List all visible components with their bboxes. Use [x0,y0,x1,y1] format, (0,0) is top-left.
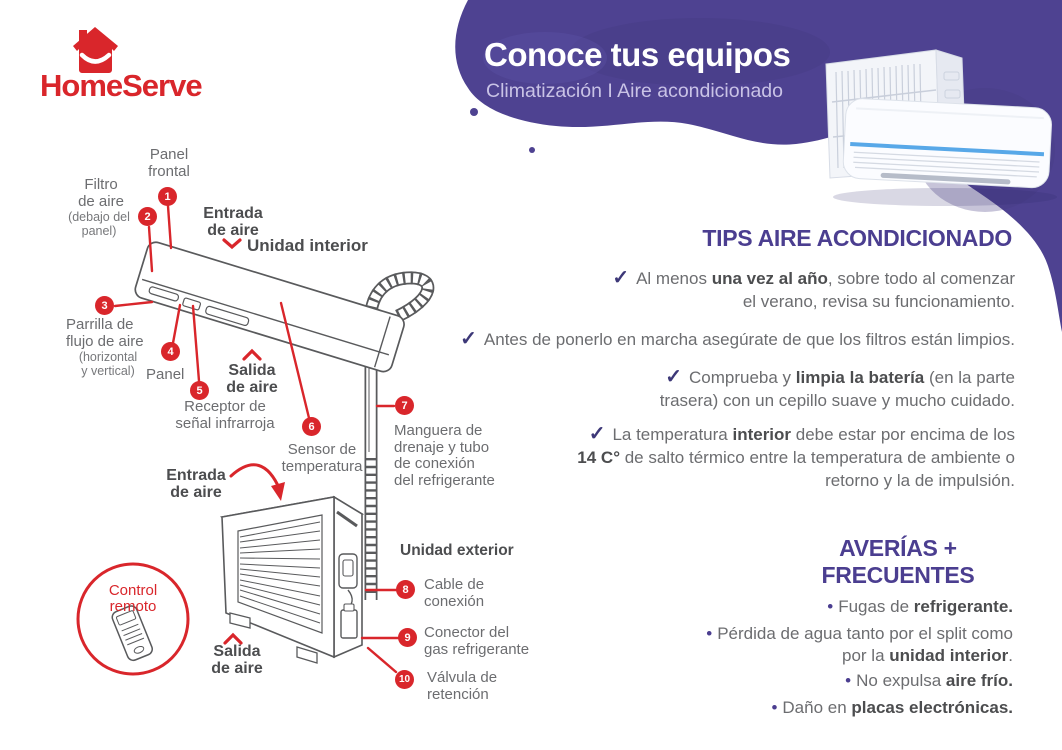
fault-item: •Fugas de refrigerante. [713,596,1013,618]
marker-10: 10 [395,670,414,689]
marker-4: 4 [161,342,180,361]
label-unidad-exterior: Unidad exterior [400,542,514,559]
tip-item: ✓Comprueba y limpia la batería (en la pa… [650,366,1015,412]
marker-6: 6 [302,417,321,436]
label-parrilla: Parrilla de flujo de aire [66,316,144,350]
leader-line-2 [147,225,154,273]
label-panel-frontal: Panel frontal [148,146,190,180]
label-receptor: Receptor de señal infrarroja [175,398,275,432]
label-unidad-interior: Unidad interior [247,236,368,255]
faults-section-title: AVERÍAS + FRECUENTES [821,535,975,588]
label-cable: Cable de conexión [424,576,485,610]
page-title: Conoce tus equipos [484,36,791,73]
check-icon: ✓ [612,267,630,289]
curved-airflow-arrowhead [271,482,285,501]
fault-text: No expulsa aire frío. [856,671,1013,690]
leader-line-3 [113,300,154,308]
bullet-icon: • [845,671,852,690]
label-panel: Panel [146,366,185,383]
indoor-unit-drawing [134,241,405,373]
label-conector: Conector del gas refrigerante [424,624,530,658]
homeserve-logo-text: HomeServe [40,68,203,103]
tip-text: Comprueba y limpia la batería (en la par… [659,368,1015,410]
fault-item: •Pérdida de agua tanto por el split como… [683,623,1013,667]
ac-units-photo [825,49,1057,206]
note-parrilla: (horizontal y vertical) [78,350,138,378]
red-annotations [113,204,400,674]
bullet-icon: • [706,624,713,643]
marker-2: 2 [138,207,157,226]
marker-3: 3 [95,296,114,315]
label-salida-aire-outdoor: Salida de aire [211,643,263,677]
diagram-line-art [76,241,435,676]
label-control-remoto: Control remoto [108,582,158,615]
label-salida-aire-indoor: Salida de aire [226,362,278,396]
airflow-chevron-up-outdoor-icon [223,632,243,645]
leader-line-10 [366,646,398,674]
label-filtro-de-aire: Filtro de aire [78,176,124,210]
marker-5: 5 [190,381,209,400]
airflow-chevron-down-icon [222,238,242,250]
marker-1: 1 [158,187,177,206]
check-icon: ✓ [588,423,606,445]
marker-7: 7 [395,396,414,415]
tip-text: La temperatura interior debe estar por e… [577,425,1015,490]
airflow-chevron-up-indoor-icon [242,348,262,361]
fault-text: Daño en placas electrónicas. [782,698,1013,717]
homeserve-house-icon [73,27,118,73]
label-entrada-aire-outdoor: Entrada de aire [166,467,226,501]
leader-line-6 [279,301,311,420]
leader-line-4 [171,303,182,345]
fault-text: Fugas de refrigerante. [838,597,1013,616]
remote-control-drawing [76,562,190,676]
check-icon: ✓ [665,366,682,388]
label-sensor: Sensor de temperatura [281,441,363,475]
photo-indoor-unit [842,98,1052,189]
page-subtitle: Climatización I Aire acondicionado [486,80,783,102]
leader-line-5 [191,304,201,383]
check-icon: ✓ [460,328,477,350]
fault-item: •No expulsa aire frío. [713,670,1013,692]
label-manguera: Manguera de drenaje y tubo de conexión d… [394,422,495,489]
label-entrada-aire-top: Entrada de aire [203,205,263,239]
tip-item: ✓ Antes de ponerlo en marcha asegúrate de… [455,328,1015,351]
fault-text: Pérdida de agua tanto por el split como … [717,624,1013,665]
outdoor-unit-drawing [219,495,365,664]
tip-text: Antes de ponerlo en marcha asegúrate de … [483,330,1015,349]
curved-airflow-arrow-icon [229,463,282,492]
tip-item: ✓La temperatura interior debe estar por … [570,423,1015,492]
bullet-icon: • [827,597,834,616]
marker-8: 8 [396,580,415,599]
leader-line-1 [166,204,173,250]
fault-item: •Daño en placas electrónicas. [713,697,1013,719]
bullet-icon: • [771,698,778,717]
tip-item: ✓ Al menos una vez al año, sobre todo al … [605,267,1015,313]
marker-9: 9 [398,628,417,647]
tips-section-title: TIPS AIRE ACONDICIONADO [702,225,1012,251]
note-filtro-de-aire: (debajo del panel) [68,210,130,238]
tip-text: Al menos una vez al año, sobre todo al c… [636,269,1015,311]
label-valvula: Válvula de retención [427,669,498,703]
